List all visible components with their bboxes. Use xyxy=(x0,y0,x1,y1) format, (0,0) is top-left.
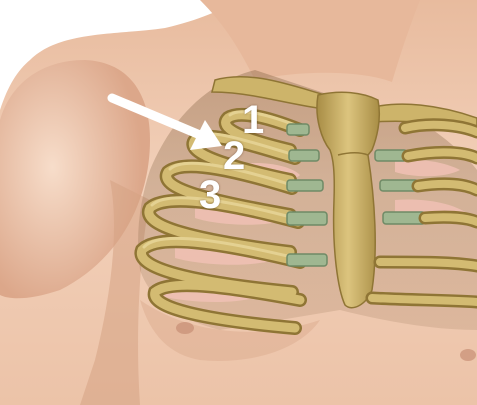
rib-label-3: 3 xyxy=(199,175,221,215)
rib-label-2: 2 xyxy=(223,136,245,176)
rib-label-1: 1 xyxy=(242,100,264,140)
